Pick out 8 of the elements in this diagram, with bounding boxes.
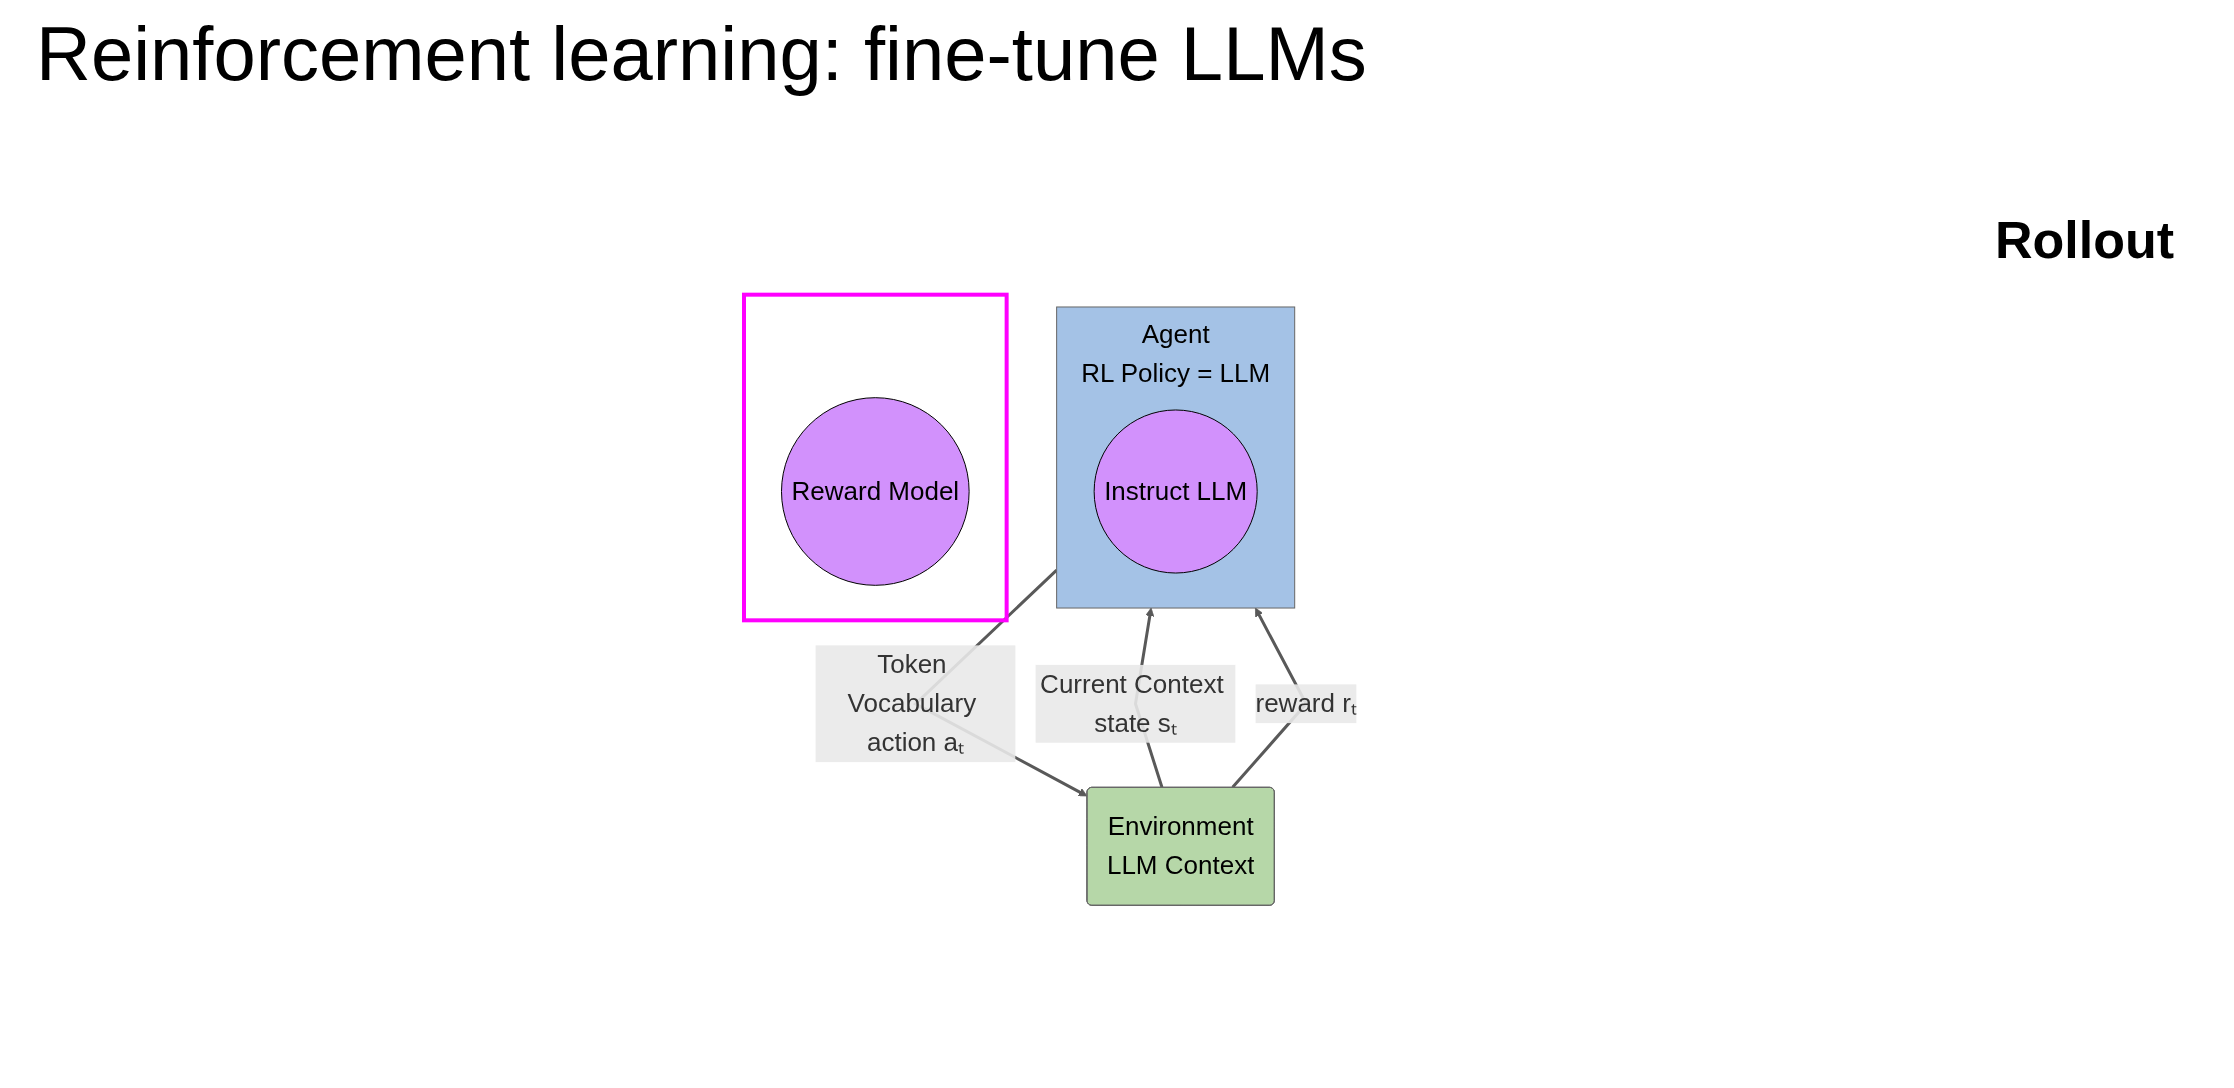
title: Reinforcement learning: fine-tune LLMs <box>36 10 1367 97</box>
edge-label: Token Vocabulary action aₜ <box>847 649 976 758</box>
edge-label: Current Context state sₜ <box>1039 668 1224 738</box>
edge-label: reward rₜ <box>1255 688 1357 719</box>
note-label: Rollout <box>1994 210 2174 270</box>
node-circle: Instruct LLM <box>1093 409 1258 574</box>
node-circle: Reward Model <box>780 397 970 586</box>
cluster <box>741 292 1009 623</box>
